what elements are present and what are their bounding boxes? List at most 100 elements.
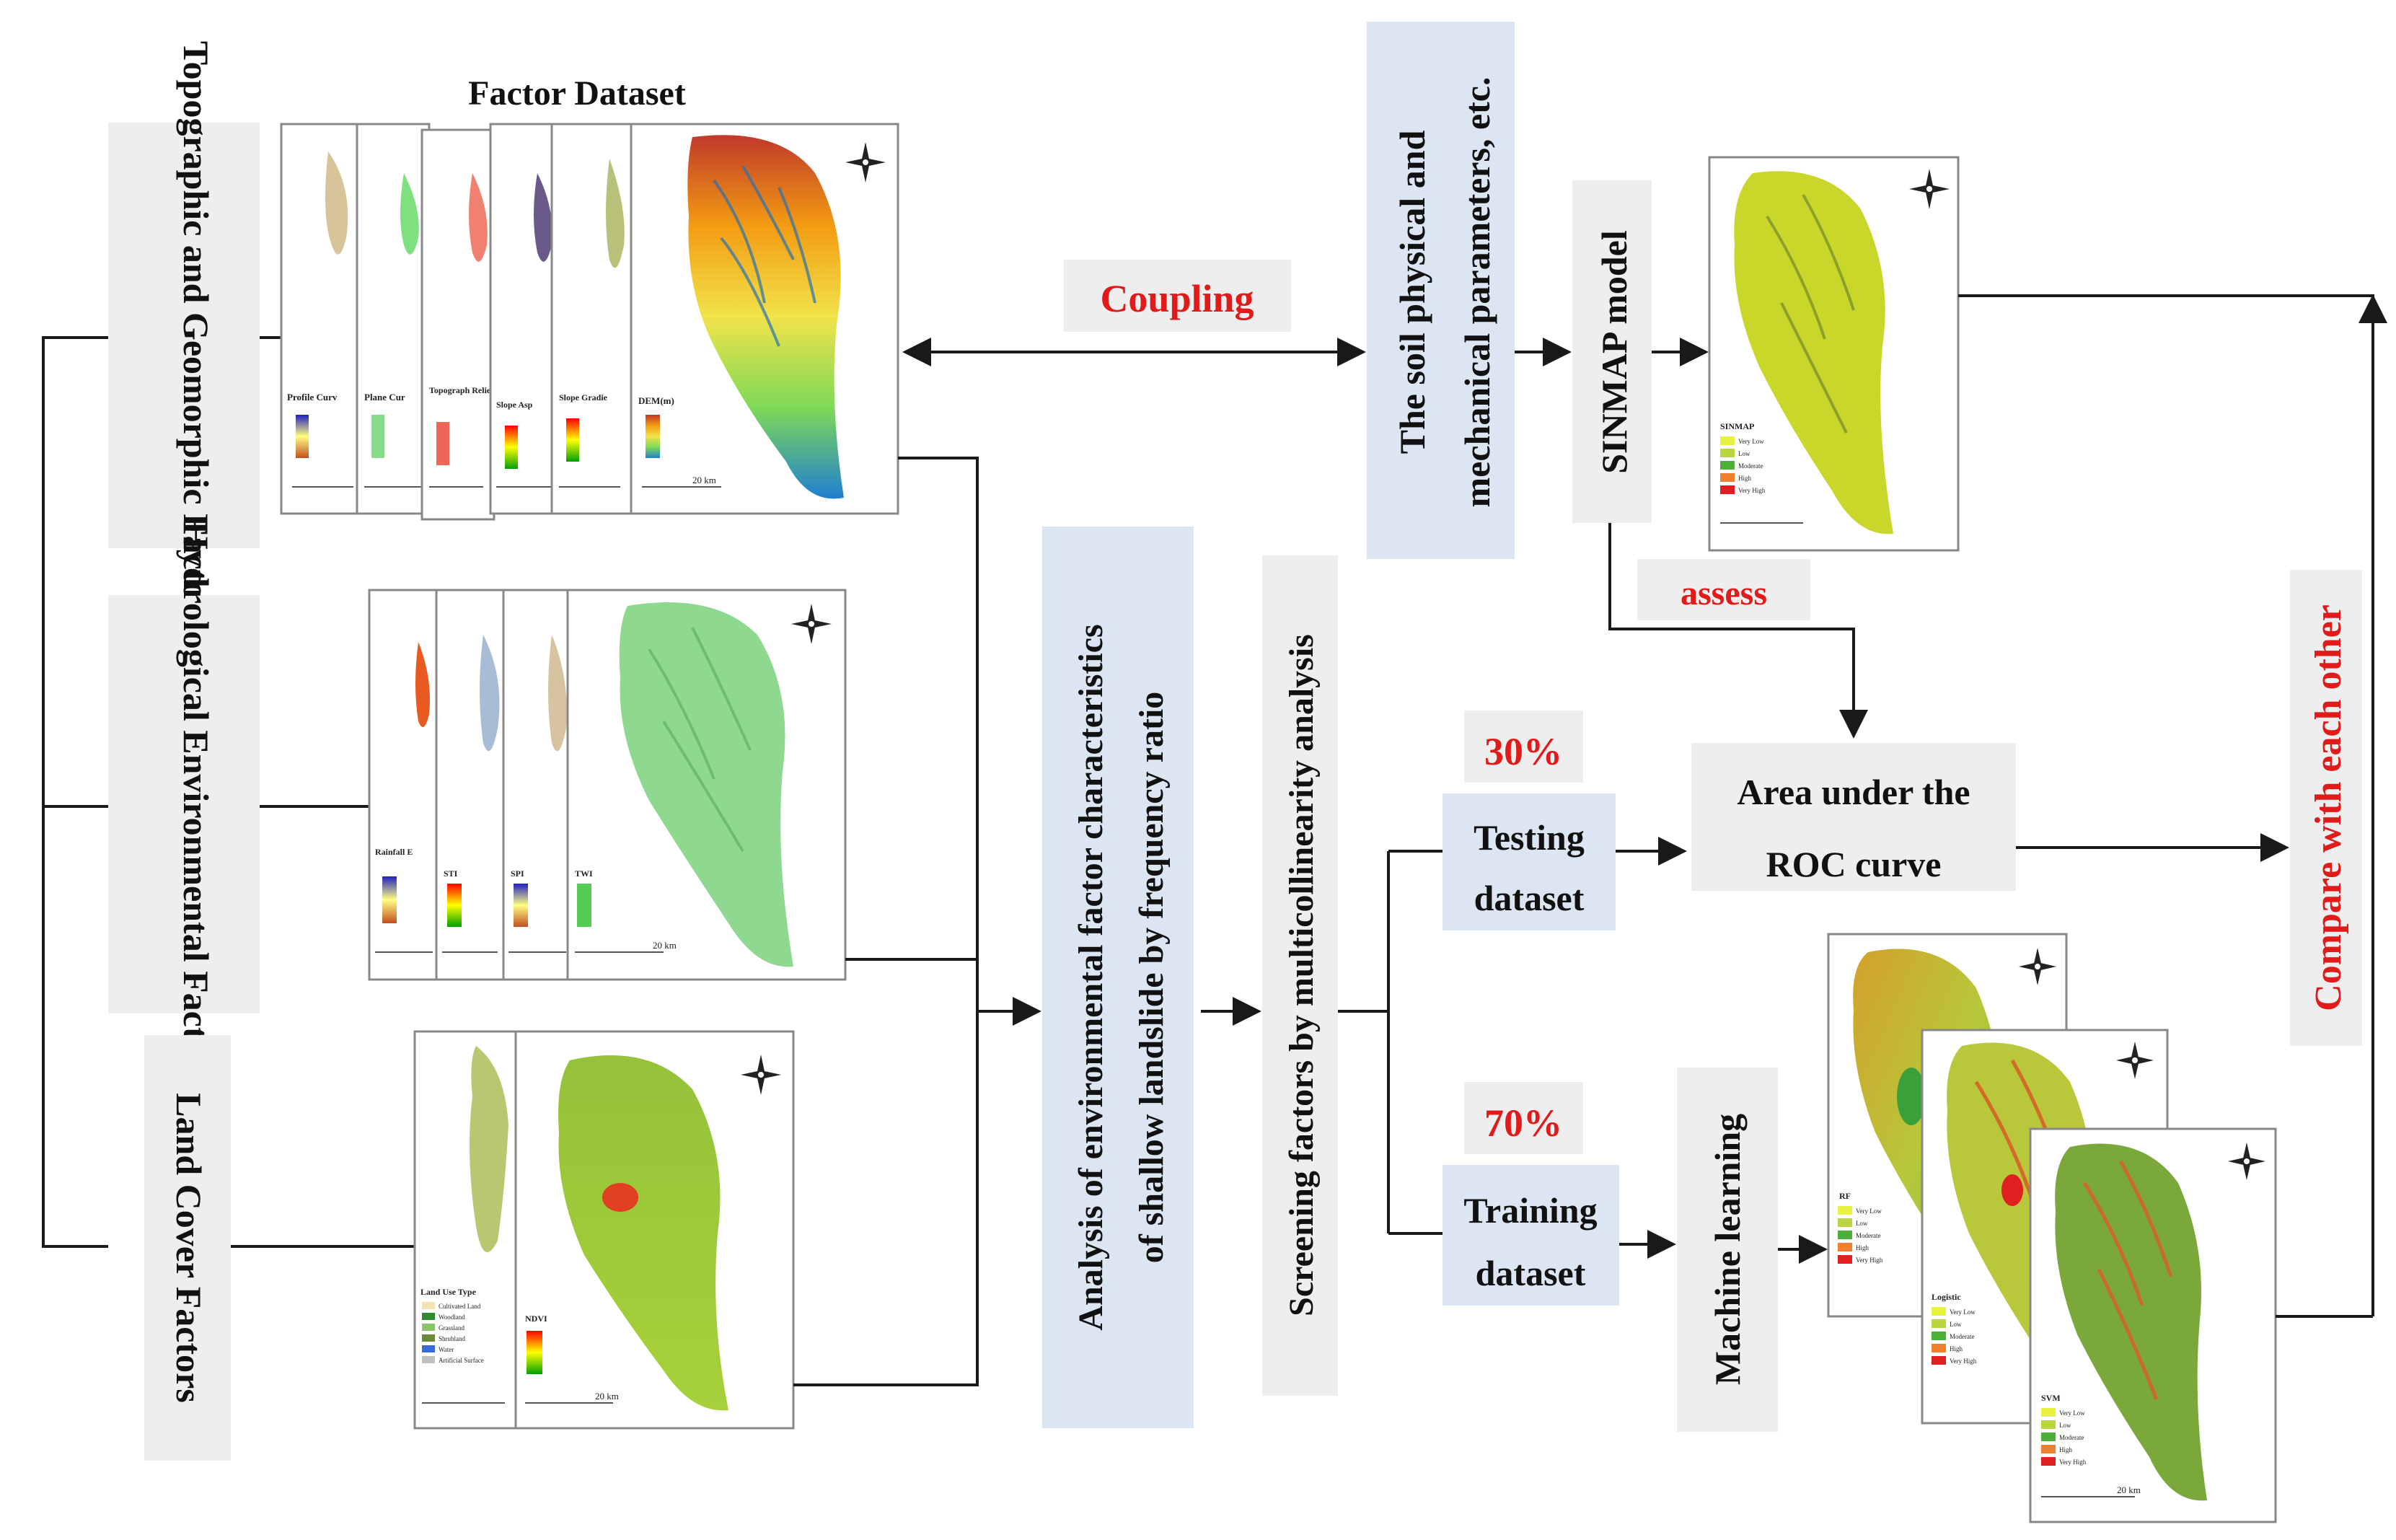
group-hydro-label: Hydrological Environmental Factors xyxy=(176,522,216,1087)
svg-text:Very High: Very High xyxy=(1738,487,1766,494)
map-dem: DEM(m) 20 km xyxy=(630,123,899,515)
svg-text:STI: STI xyxy=(444,868,458,879)
legend-rf: Very Low Low Moderate High Very High xyxy=(1838,1206,1883,1264)
pct70-label-box: 70% xyxy=(1464,1082,1583,1154)
legend-logistic: Very Low Low Moderate High Very High xyxy=(1932,1307,1977,1365)
assess-arrow xyxy=(1608,523,1868,739)
svg-text:SINMAP: SINMAP xyxy=(1720,421,1754,431)
svg-text:dataset: dataset xyxy=(1474,878,1585,918)
svg-text:RF: RF xyxy=(1839,1191,1851,1201)
svg-text:The soil physical and: The soil physical and xyxy=(1392,130,1432,454)
svg-text:Moderate: Moderate xyxy=(1856,1232,1880,1239)
testing-dataset-box: Testing dataset xyxy=(1443,793,1616,930)
map-rainfall-erosivity: Rainfall E xyxy=(368,589,443,981)
coupling-label-box: Coupling xyxy=(1064,260,1291,332)
svg-text:SPI: SPI xyxy=(511,868,524,879)
hydro-map-stack: Rainfall E STI SPI TWI xyxy=(368,589,847,981)
svg-text:Artificial Surface: Artificial Surface xyxy=(439,1357,484,1364)
training-dataset-box: Training dataset xyxy=(1443,1165,1619,1306)
svg-text:20 km: 20 km xyxy=(653,940,677,951)
soil-params-box: The soil physical and mechanical paramet… xyxy=(1367,22,1515,559)
analysis-box: Analysis of environmental factor charact… xyxy=(1042,527,1194,1428)
svg-text:Moderate: Moderate xyxy=(1738,462,1763,470)
svg-text:dataset: dataset xyxy=(1476,1253,1586,1293)
svg-text:Low: Low xyxy=(2059,1422,2071,1429)
svg-text:Low: Low xyxy=(1856,1220,1868,1227)
svg-text:Moderate: Moderate xyxy=(1950,1333,1974,1340)
group-hydro: Hydrological Environmental Factors xyxy=(108,522,260,1087)
collector-lines xyxy=(793,457,979,1386)
svg-text:Moderate: Moderate xyxy=(2059,1434,2084,1441)
map-twi: TWI 20 km xyxy=(566,589,847,981)
north-arrow-icon xyxy=(2116,1042,2154,1079)
svg-text:DEM(m): DEM(m) xyxy=(638,395,674,406)
svg-text:Very Low: Very Low xyxy=(2059,1409,2085,1417)
svg-text:20 km: 20 km xyxy=(2117,1484,2141,1495)
north-arrow-icon xyxy=(741,1055,781,1095)
map-sti: STI xyxy=(435,589,510,981)
group-topo: Topographic and Geomorphic Factors xyxy=(108,41,260,630)
svg-text:mechanical parameters, etc.: mechanical parameters, etc. xyxy=(1457,77,1497,508)
split-lines xyxy=(1338,850,1443,1235)
svg-text:Low: Low xyxy=(1738,450,1750,457)
map-slope-aspect: Slope Asp xyxy=(489,123,564,515)
auc-box: Area under the ROC curve xyxy=(1691,743,2016,891)
north-arrow-icon xyxy=(2019,948,2056,985)
map-svm: SVM Very Low Low Moderate High Very High… xyxy=(2029,1127,2277,1523)
svg-text:High: High xyxy=(1856,1244,1869,1251)
svg-text:Area under the: Area under the xyxy=(1737,772,1970,812)
north-arrow-icon xyxy=(1909,169,1950,209)
screening-box: Screening factors by multicollinearity a… xyxy=(1262,555,1338,1396)
legend-svm: Very Low Low Moderate High Very High xyxy=(2041,1408,2087,1466)
svg-text:of shallow landslide by freque: of shallow landslide by frequency ratio xyxy=(1132,692,1171,1264)
svg-text:Land Use Type: Land Use Type xyxy=(420,1287,477,1297)
svg-text:Compare with each other: Compare with each other xyxy=(2308,604,2349,1011)
map-ndvi: NDVI 20 km xyxy=(514,1030,795,1430)
left-bracket xyxy=(42,336,108,1248)
svg-text:Coupling: Coupling xyxy=(1100,277,1254,320)
svg-text:Testing: Testing xyxy=(1474,817,1585,858)
map-profile-curvature: Profile Curv xyxy=(280,123,369,515)
svg-text:High: High xyxy=(1950,1345,1963,1352)
svg-text:Grassland: Grassland xyxy=(439,1324,464,1332)
machine-learning-box: Machine learning xyxy=(1677,1068,1778,1432)
svg-text:Logistic: Logistic xyxy=(1932,1292,1961,1302)
svg-text:Machine learning: Machine learning xyxy=(1707,1114,1748,1385)
map-land-use: Land Use Type Cultivated Land Woodland G… xyxy=(413,1030,517,1430)
ml-map-stack: RF Very Low Low Moderate High Very High xyxy=(1827,933,2277,1523)
legend-sinmap: Very Low Low Moderate High Very High xyxy=(1720,436,1766,494)
svg-text:High: High xyxy=(1738,475,1752,482)
svg-text:Very Low: Very Low xyxy=(1856,1207,1882,1215)
svg-text:Very High: Very High xyxy=(2059,1458,2087,1466)
svg-text:Rainfall E: Rainfall E xyxy=(375,847,413,857)
legend-land-use: Cultivated Land Woodland Grassland Shrub… xyxy=(422,1302,484,1364)
svg-text:Topograph Relief: Topograph Relief xyxy=(429,385,494,395)
map-plane-curvature: Plane Cur xyxy=(356,123,431,515)
svg-text:Water: Water xyxy=(439,1346,454,1353)
map-topographic-relief: Topograph Relief xyxy=(420,128,496,521)
svg-text:Cultivated Land: Cultivated Land xyxy=(439,1303,481,1310)
svg-text:ROC curve: ROC curve xyxy=(1766,844,1942,884)
svg-text:Analysis of environmental fact: Analysis of environmental factor charact… xyxy=(1072,624,1110,1330)
group-land-label: Land Cover Factors xyxy=(169,1093,209,1403)
svg-text:Very Low: Very Low xyxy=(1950,1308,1976,1316)
compare-box: Compare with each other xyxy=(2290,570,2362,1046)
svg-text:30%: 30% xyxy=(1484,730,1562,773)
north-arrow-icon xyxy=(845,142,886,182)
svg-text:Plane Cur: Plane Cur xyxy=(364,392,405,402)
svg-text:20 km: 20 km xyxy=(595,1391,619,1402)
diagram-title: Factor Dataset xyxy=(468,74,686,113)
svg-text:20 km: 20 km xyxy=(692,475,716,485)
svg-text:Slope Asp: Slope Asp xyxy=(496,400,533,410)
svg-text:Woodland: Woodland xyxy=(439,1314,465,1321)
svg-text:Low: Low xyxy=(1950,1321,1962,1328)
svg-text:Very High: Very High xyxy=(1950,1358,1977,1365)
north-arrow-icon xyxy=(791,604,832,644)
svg-text:Screening factors by multicoll: Screening factors by multicollinearity a… xyxy=(1282,634,1321,1316)
svg-text:High: High xyxy=(2059,1446,2073,1453)
svg-text:Shrubland: Shrubland xyxy=(439,1335,465,1342)
svg-text:TWI: TWI xyxy=(575,868,593,879)
svg-text:assess: assess xyxy=(1681,574,1767,612)
north-arrow-icon xyxy=(2228,1143,2265,1180)
svg-text:Training: Training xyxy=(1463,1190,1597,1231)
